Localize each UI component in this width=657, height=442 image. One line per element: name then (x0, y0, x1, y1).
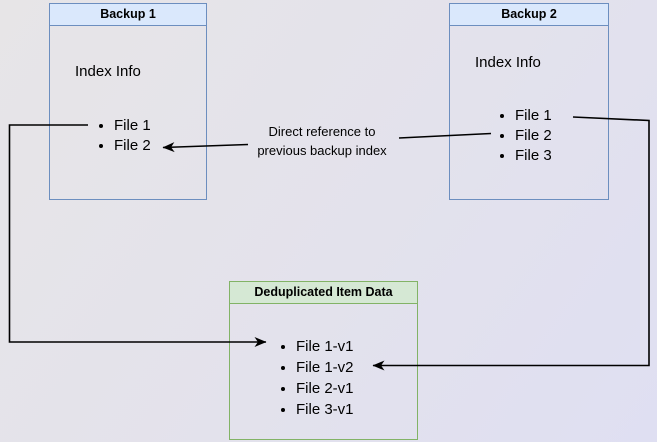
deduplicated-item-data-box: Deduplicated Item Data File 1-v1File 1-v… (229, 281, 418, 440)
deduplicated-item-data-header: Deduplicated Item Data (230, 282, 417, 304)
dedup-file-list: File 1-v1File 1-v2File 2-v1File 3-v1 (230, 336, 354, 420)
file-list-item: File 2 (114, 136, 151, 156)
reference-annotation: Direct reference to previous backup inde… (238, 122, 406, 160)
backup2-index-info-label: Index Info (475, 54, 541, 71)
file-list-item: File 1-v2 (296, 357, 354, 378)
backup1-file-list: File 1File 2 (50, 116, 151, 156)
backup1-header: Backup 1 (50, 4, 206, 26)
file-list-item: File 2 (515, 126, 552, 146)
file-list-item: File 1 (515, 106, 552, 126)
reference-annotation-line1: Direct reference to (268, 124, 376, 139)
backup1-index-info-label: Index Info (75, 63, 141, 80)
backup2-file-list: File 1File 2File 3 (450, 106, 552, 166)
file-list-item: File 1 (114, 116, 151, 136)
backup2-box: Backup 2 Index Info File 1File 2File 3 (449, 3, 609, 200)
file-list-item: File 1-v1 (296, 336, 354, 357)
reference-annotation-line2: previous backup index (257, 143, 387, 158)
backup1-box: Backup 1 Index Info File 1File 2 (49, 3, 207, 200)
file-list-item: File 3 (515, 146, 552, 166)
file-list-item: File 2-v1 (296, 378, 354, 399)
backup2-header: Backup 2 (450, 4, 608, 26)
file-list-item: File 3-v1 (296, 399, 354, 420)
